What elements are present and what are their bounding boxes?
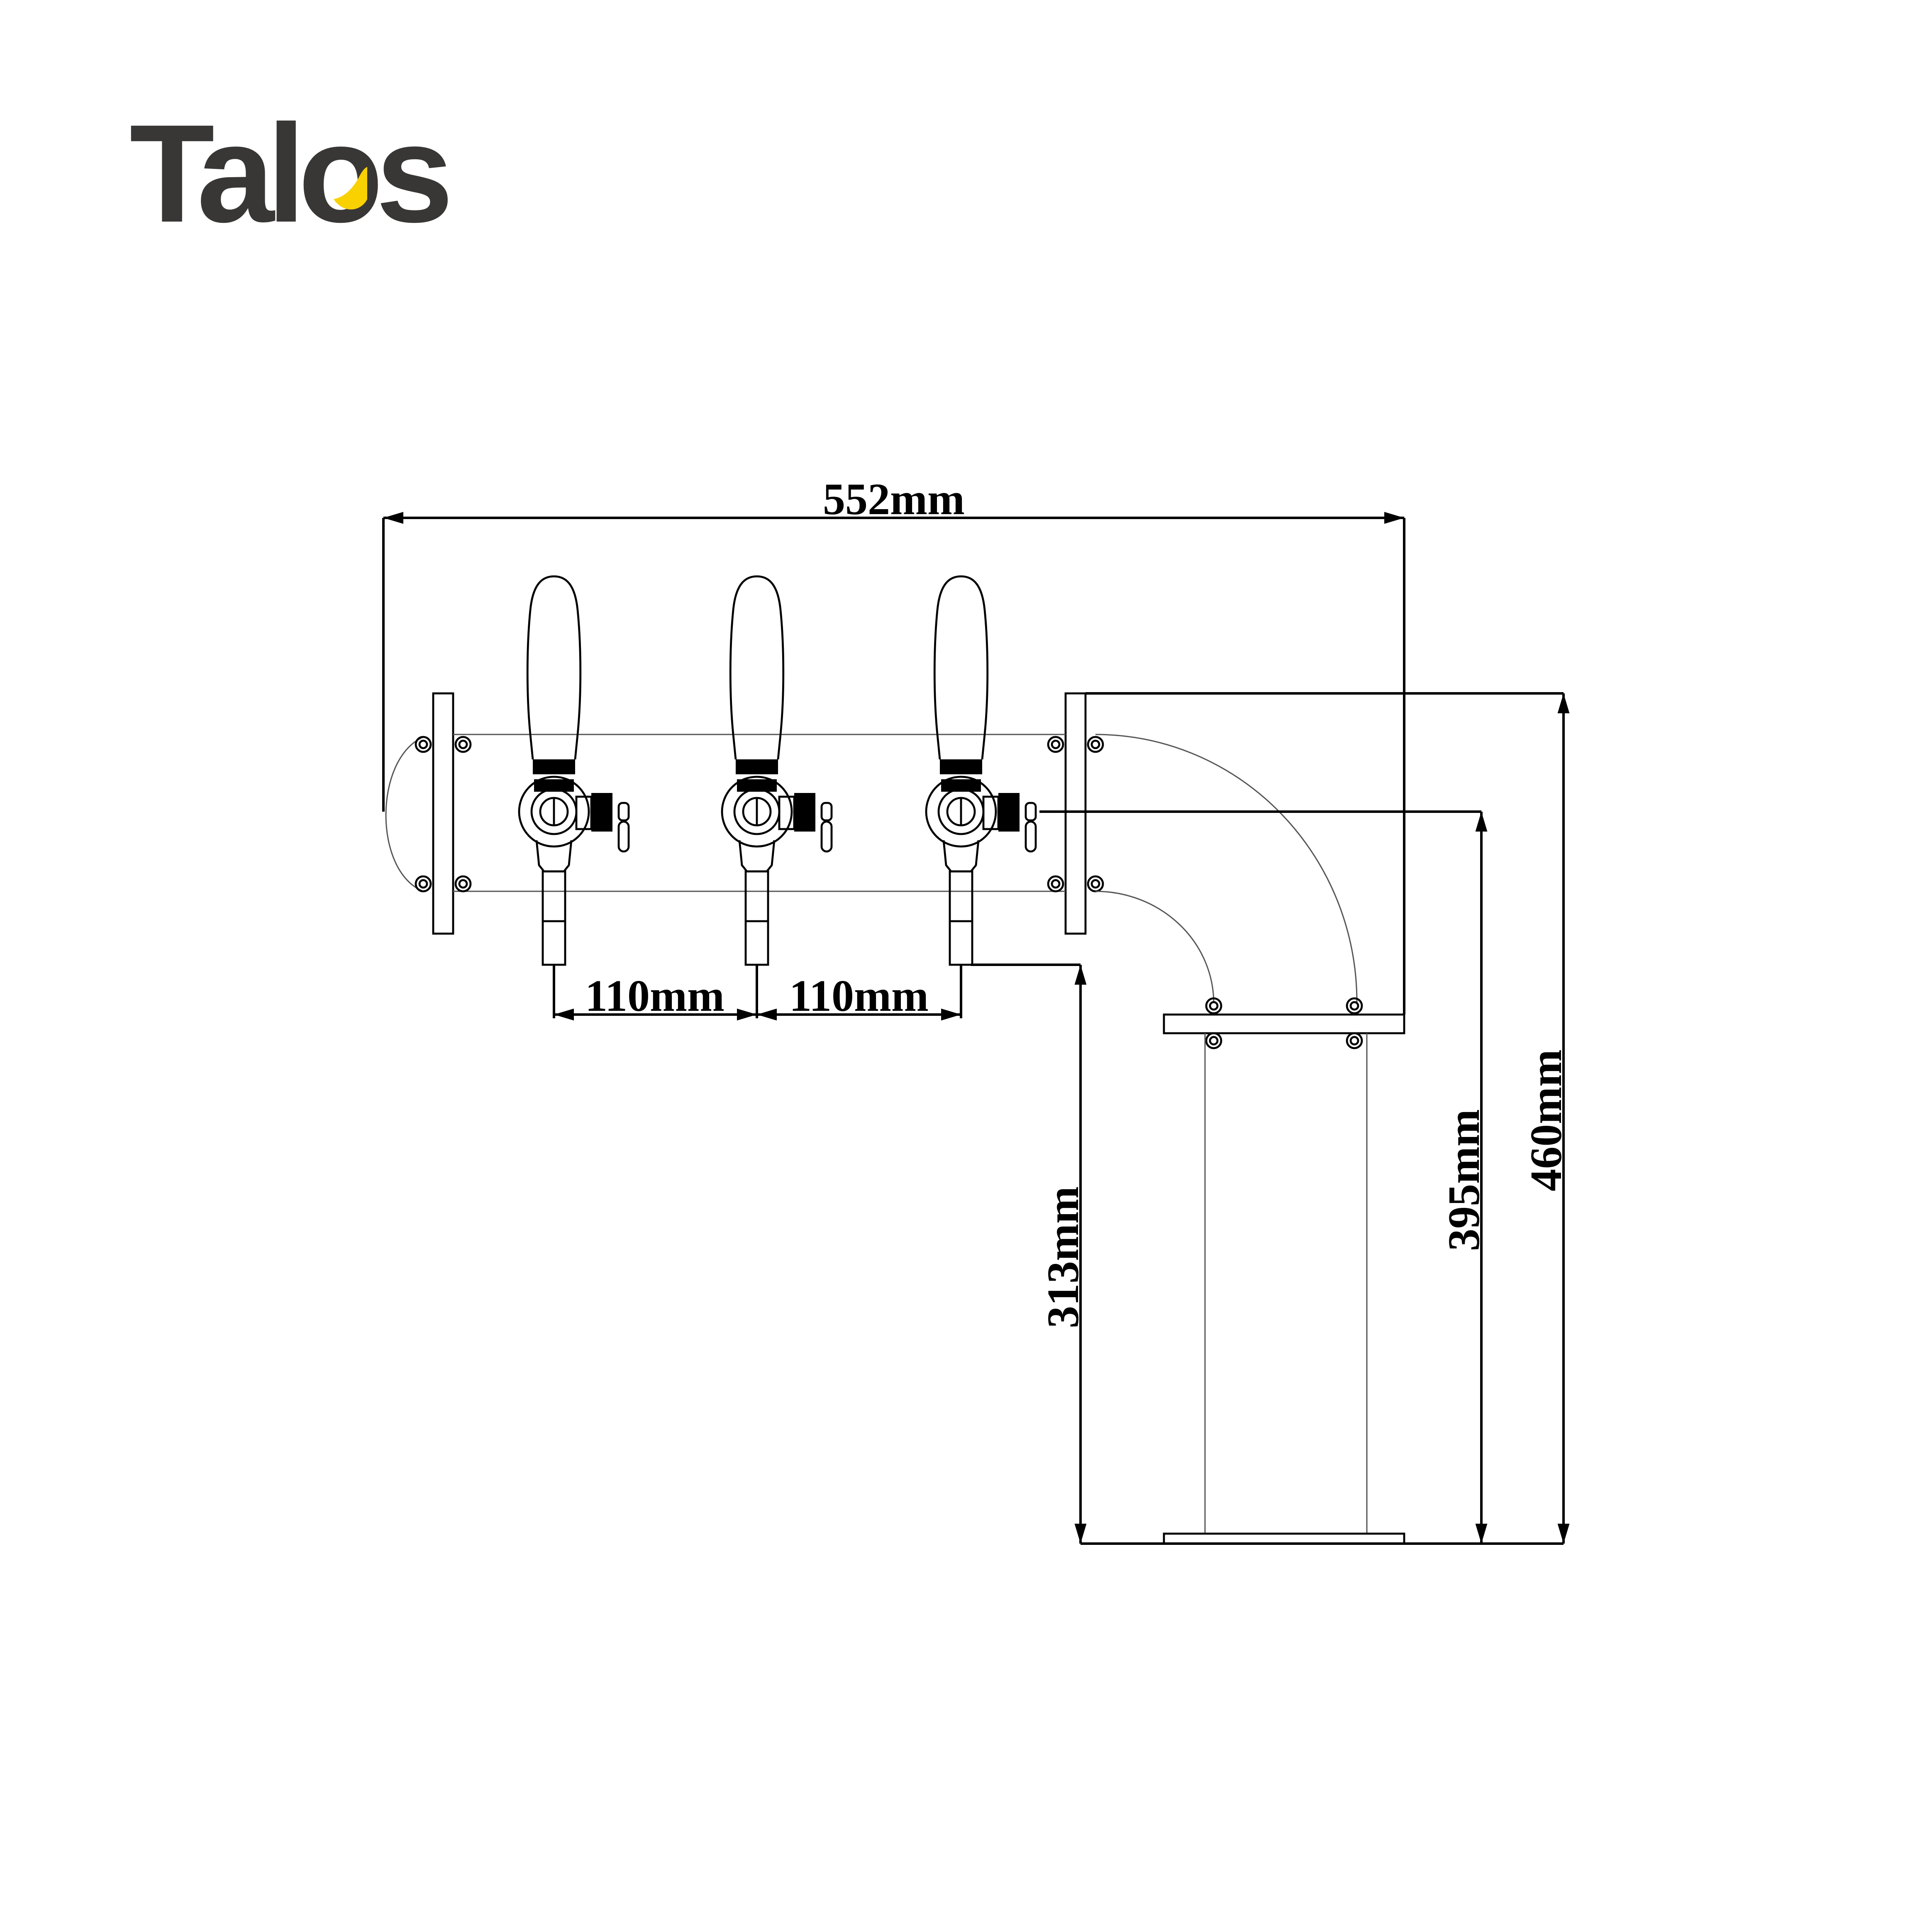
tap-1	[519, 576, 629, 965]
svg-text:460mm: 460mm	[1522, 1049, 1571, 1191]
column	[1095, 734, 1405, 1545]
horizontal-pipe	[385, 692, 1103, 935]
svg-text:552mm: 552mm	[823, 475, 965, 524]
dimension-overall-width: 552mm	[382, 475, 1405, 1015]
svg-text:110mm: 110mm	[585, 971, 724, 1021]
logo-drop-icon	[334, 167, 367, 210]
tap-2	[722, 576, 832, 965]
svg-text:313mm: 313mm	[1039, 1186, 1088, 1328]
tap-3	[926, 576, 1036, 965]
dimension-heights: 313mm 395mm 460mm	[971, 692, 1571, 1545]
dimension-tap-spacing: 110mm 110mm	[553, 965, 962, 1021]
svg-text:110mm: 110mm	[789, 971, 929, 1021]
talos-logo: Talos	[129, 96, 455, 251]
svg-text:Talos: Talos	[129, 96, 448, 251]
svg-text:395mm: 395mm	[1439, 1109, 1489, 1251]
